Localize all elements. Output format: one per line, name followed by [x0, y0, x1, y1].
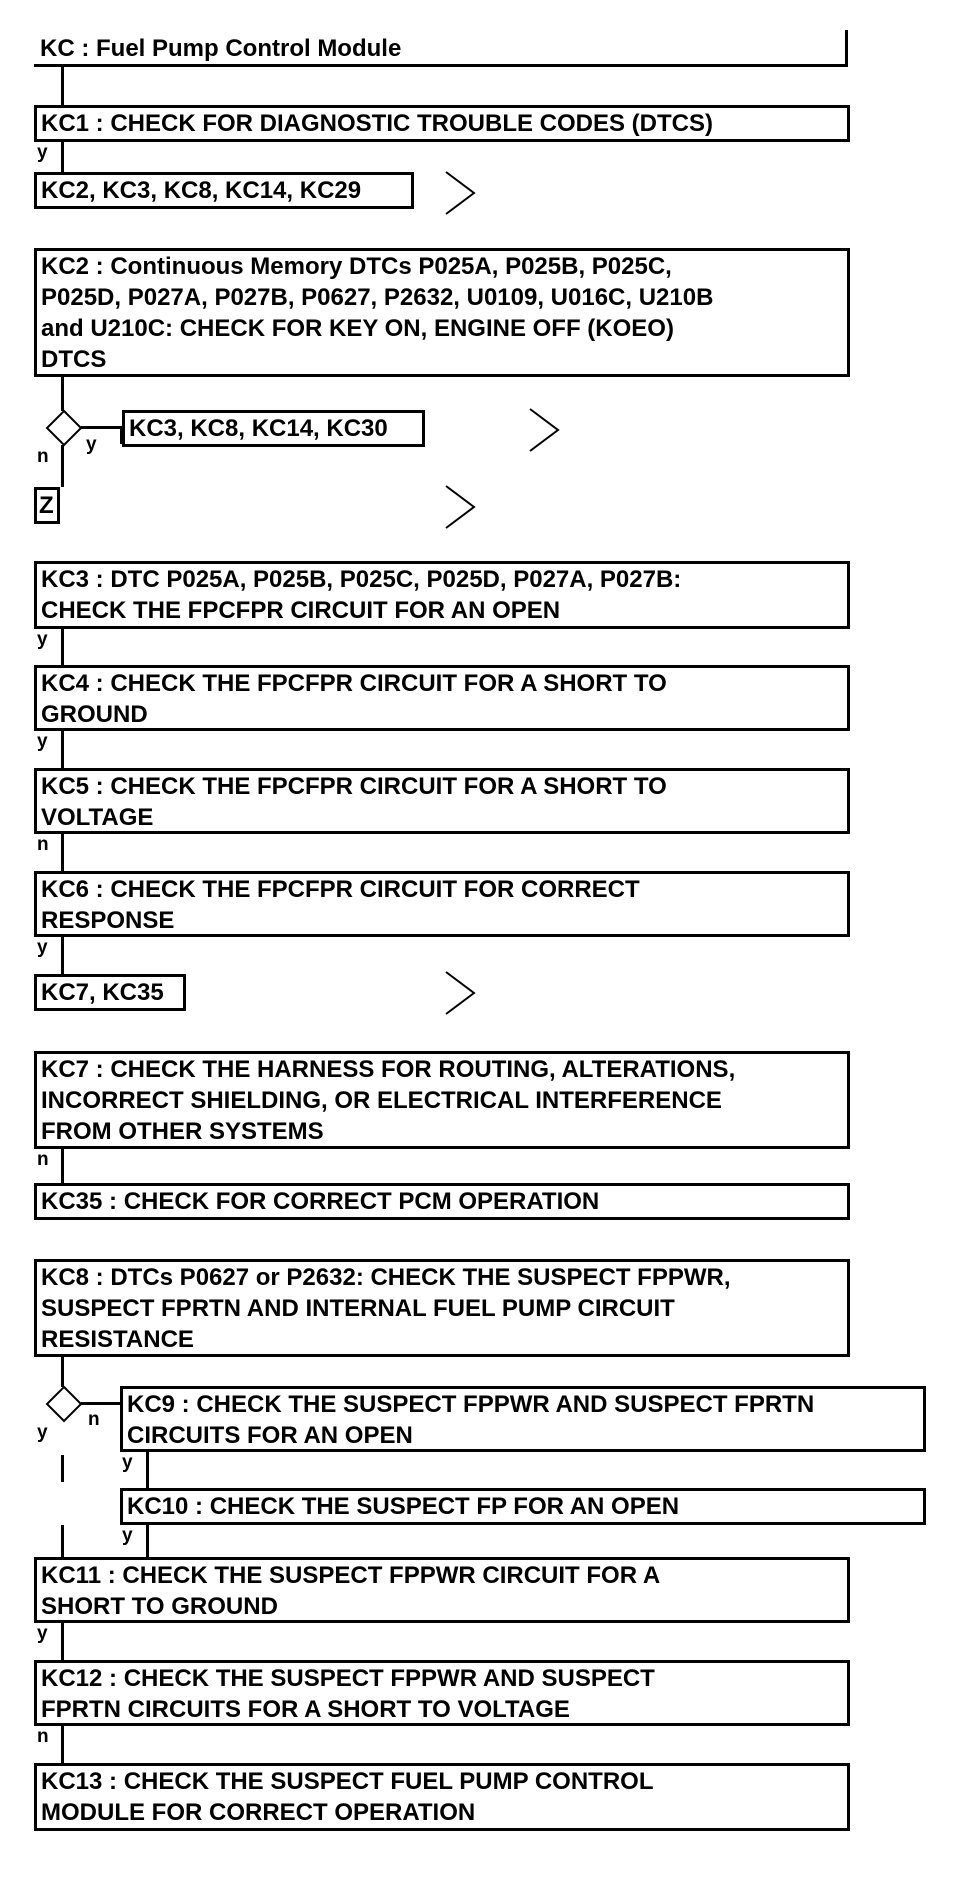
- node-kc4[interactable]: KC4 : CHECK THE FPCFPR CIRCUIT FOR A SHO…: [34, 665, 850, 731]
- kc9-branch-label: y: [122, 1452, 133, 1473]
- node-kc6[interactable]: KC6 : CHECK THE FPCFPR CIRCUIT FOR CORRE…: [34, 871, 850, 937]
- chevron-right-icon: [445, 971, 476, 1015]
- node-kc2-no-next[interactable]: Z: [34, 487, 60, 524]
- node-kc10[interactable]: KC10 : CHECK THE SUSPECT FP FOR AN OPEN: [120, 1488, 926, 1525]
- kc11-branch-label: y: [37, 1623, 48, 1644]
- connector-kc11-kc12: [61, 1623, 64, 1660]
- kc3-branch-label: y: [37, 629, 48, 650]
- connector-kc7-kc35: [61, 1149, 64, 1183]
- node-kc3[interactable]: KC3 : DTC P025A, P025B, P025C, P025D, P0…: [34, 561, 850, 629]
- node-kc5[interactable]: KC5 : CHECK THE FPCFPR CIRCUIT FOR A SHO…: [34, 768, 850, 834]
- node-kc2-yes-next[interactable]: KC3, KC8, KC14, KC30: [122, 410, 425, 447]
- decision-diamond-kc2: [45, 409, 83, 447]
- node-kc6-next[interactable]: KC7, KC35: [34, 974, 186, 1011]
- kc8-yes-label: y: [37, 1422, 48, 1443]
- node-kc11[interactable]: KC11 : CHECK THE SUSPECT FPPWR CIRCUIT F…: [34, 1557, 850, 1623]
- connector-kc3-kc4: [61, 629, 64, 665]
- connector-kc8-decision: [61, 1357, 64, 1387]
- node-kc9[interactable]: KC9 : CHECK THE SUSPECT FPPWR AND SUSPEC…: [120, 1386, 926, 1452]
- connector-kc2-no: [61, 445, 64, 487]
- kc6-branch-label: y: [37, 937, 48, 958]
- chevron-right-icon: [445, 171, 476, 215]
- decision-diamond-kc8: [45, 1385, 83, 1423]
- connector-kc2-yes-down: [120, 426, 123, 444]
- kc12-branch-label: n: [37, 1726, 49, 1747]
- connector-kc8-no: [81, 1402, 122, 1405]
- title-underline: [34, 64, 848, 67]
- kc2-no-label: n: [37, 446, 49, 467]
- node-kc12[interactable]: KC12 : CHECK THE SUSPECT FPPWR AND SUSPE…: [34, 1660, 850, 1726]
- title-right-tick: [845, 30, 848, 67]
- node-kc1[interactable]: KC1 : CHECK FOR DIAGNOSTIC TROUBLE CODES…: [34, 105, 850, 142]
- kc4-branch-label: y: [37, 731, 48, 752]
- kc8-no-label: n: [88, 1409, 100, 1430]
- kc1-branch-label: y: [37, 142, 48, 163]
- node-kc8[interactable]: KC8 : DTCs P0627 or P2632: CHECK THE SUS…: [34, 1259, 850, 1357]
- connector-title-kc1: [61, 64, 64, 105]
- node-kc2[interactable]: KC2 : Continuous Memory DTCs P025A, P025…: [34, 248, 850, 377]
- connector-kc2-decision: [61, 377, 64, 411]
- chevron-right-icon: [529, 408, 560, 452]
- kc5-branch-label: n: [37, 834, 49, 855]
- connector-kc1-next: [61, 142, 64, 172]
- kc2-yes-label: y: [86, 434, 97, 455]
- connector-kc9-kc10: [146, 1452, 149, 1488]
- connector-kc10-kc11: [146, 1525, 149, 1557]
- connector-kc2-yes: [81, 426, 122, 429]
- connector-kc8-yes-1: [61, 1455, 64, 1482]
- kc10-branch-label: y: [122, 1525, 133, 1546]
- chevron-right-icon: [445, 485, 476, 529]
- node-kc35[interactable]: KC35 : CHECK FOR CORRECT PCM OPERATION: [34, 1183, 850, 1220]
- connector-kc4-kc5: [61, 731, 64, 768]
- node-kc13[interactable]: KC13 : CHECK THE SUSPECT FUEL PUMP CONTR…: [34, 1763, 850, 1831]
- connector-kc5-kc6: [61, 834, 64, 871]
- node-kc7[interactable]: KC7 : CHECK THE HARNESS FOR ROUTING, ALT…: [34, 1051, 850, 1149]
- connector-kc6-next: [61, 937, 64, 974]
- connector-kc12-kc13: [61, 1726, 64, 1763]
- kc7-branch-label: n: [37, 1149, 49, 1170]
- node-kc1-next[interactable]: KC2, KC3, KC8, KC14, KC29: [34, 172, 414, 209]
- page-title: KC : Fuel Pump Control Module: [40, 35, 402, 62]
- connector-kc8-yes-2: [61, 1525, 64, 1557]
